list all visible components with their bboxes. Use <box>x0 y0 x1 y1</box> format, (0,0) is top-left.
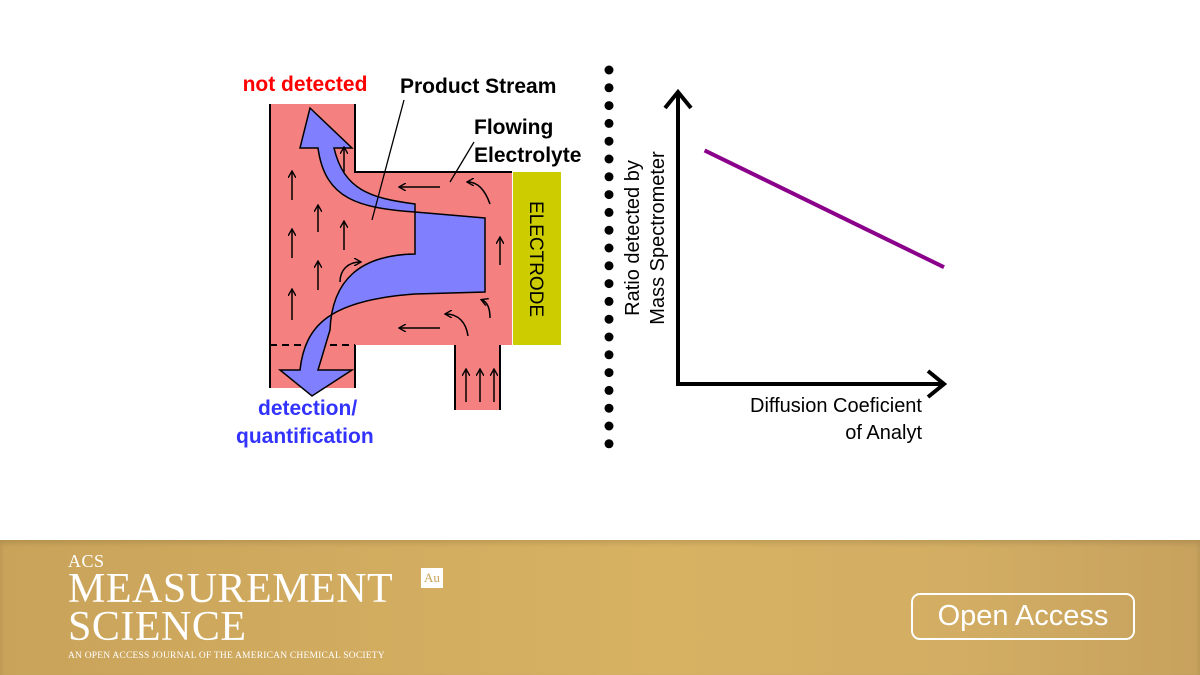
separator-dot <box>604 439 614 449</box>
y-axis-arrowhead <box>663 88 693 110</box>
journal-title-line2: SCIENCE <box>68 604 247 650</box>
separator-dot <box>604 243 614 253</box>
toc-figure: ELECTRODE not detected Product Stream Fl… <box>236 65 948 449</box>
flow-arrows <box>292 148 500 402</box>
separator-dot <box>604 296 614 306</box>
separator-dot <box>604 154 614 164</box>
separator-dot <box>604 136 614 146</box>
separator-dot <box>604 332 614 342</box>
journal-title-line1: MEASUREMENT <box>68 566 394 612</box>
separator-dot <box>604 225 614 235</box>
separator-dot <box>604 403 614 413</box>
x-axis-arrowhead <box>926 369 948 399</box>
x-axis-label-1: Diffusion Coeficient <box>750 395 922 417</box>
separator-dot <box>604 385 614 395</box>
separator-dot <box>604 65 614 75</box>
separator-dot <box>604 261 614 271</box>
separator-dot <box>604 421 614 431</box>
separator-dot <box>604 279 614 289</box>
separator-dot <box>604 101 614 111</box>
separator-dot <box>604 118 614 128</box>
journal-banner: ACS MEASUREMENT SCIENCE AN OPEN ACCESS J… <box>0 540 1200 675</box>
x-axis-label-2: of Analyt <box>845 422 922 444</box>
dotted-separator <box>604 65 614 449</box>
leader-lines <box>371 99 475 221</box>
y-axis-label-2: Mass Spectrometer <box>647 151 669 325</box>
journal-publisher: ACS <box>68 551 105 571</box>
separator-dot <box>604 314 614 324</box>
separator-dot <box>604 83 614 93</box>
flowing-label: Flowing <box>474 116 553 139</box>
journal-tagline: AN OPEN ACCESS JOURNAL OF THE AMERICAN C… <box>68 651 385 661</box>
product-stream <box>277 106 486 397</box>
trend-line <box>703 148 945 269</box>
separator-dot <box>604 172 614 182</box>
electrolyte-label: Electrolyte <box>474 144 581 167</box>
quantification-label: quantification <box>236 425 374 448</box>
separator-dot <box>604 350 614 360</box>
detection-label: detection/ <box>258 397 357 420</box>
separator-dot <box>604 368 614 378</box>
open-access-badge[interactable]: Open Access <box>911 593 1135 640</box>
y-axis-label-1: Ratio detected by <box>622 160 644 316</box>
separator-dot <box>604 190 614 200</box>
not-detected-label: not detected <box>243 73 368 96</box>
electrode: ELECTRODE <box>513 172 561 345</box>
au-badge: Au <box>421 568 443 588</box>
separator-dot <box>604 207 614 217</box>
electrode-label: ELECTRODE <box>525 201 546 317</box>
product-stream-label: Product Stream <box>400 75 556 98</box>
journal-logo[interactable]: ACS MEASUREMENT SCIENCE AN OPEN ACCESS J… <box>68 552 393 664</box>
plot: Ratio detected by Mass Spectrometer Diff… <box>622 88 948 444</box>
